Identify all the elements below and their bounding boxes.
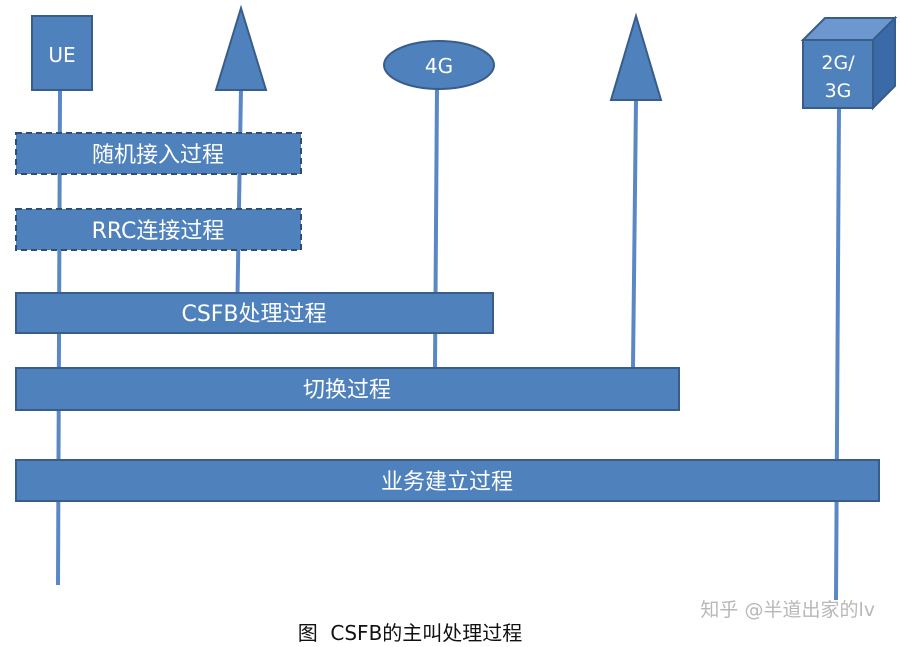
lte-ellipse-node: 4G <box>383 40 495 90</box>
service-setup-procedure: 业务建立过程 <box>15 459 880 502</box>
legacy-lifeline <box>834 104 841 601</box>
watermark-text: 知乎 @半道出家的lv <box>700 599 875 621</box>
random-access-label: 随机接入过程 <box>92 143 224 168</box>
rrc-connection-procedure: RRC连接过程 <box>15 208 302 251</box>
lte-label: 4G <box>425 54 453 78</box>
legacy-label-line1: 2G/ <box>821 52 855 74</box>
enodeb-triangle-node <box>214 4 268 91</box>
service-setup-label: 业务建立过程 <box>381 470 513 495</box>
csfb-label: CSFB处理过程 <box>181 302 326 327</box>
handover-procedure: 切换过程 <box>15 367 680 411</box>
random-access-procedure: 随机接入过程 <box>15 132 302 175</box>
ue-node: UE <box>31 15 93 91</box>
legacy-cube-node: 2G/ 3G <box>800 15 898 111</box>
enodeb-lifeline <box>235 87 243 326</box>
csfb-procedure: CSFB处理过程 <box>15 292 494 334</box>
mme-lifeline <box>631 99 638 369</box>
figure-caption: 图 CSFB的主叫处理过程 <box>298 621 523 645</box>
rrc-connection-label: RRC连接过程 <box>92 219 225 244</box>
mme-triangle-node <box>609 12 663 101</box>
ue-label: UE <box>48 43 75 67</box>
handover-label: 切换过程 <box>303 378 391 403</box>
cube-front-face <box>802 39 874 109</box>
legacy-label-line2: 3G <box>825 80 852 102</box>
